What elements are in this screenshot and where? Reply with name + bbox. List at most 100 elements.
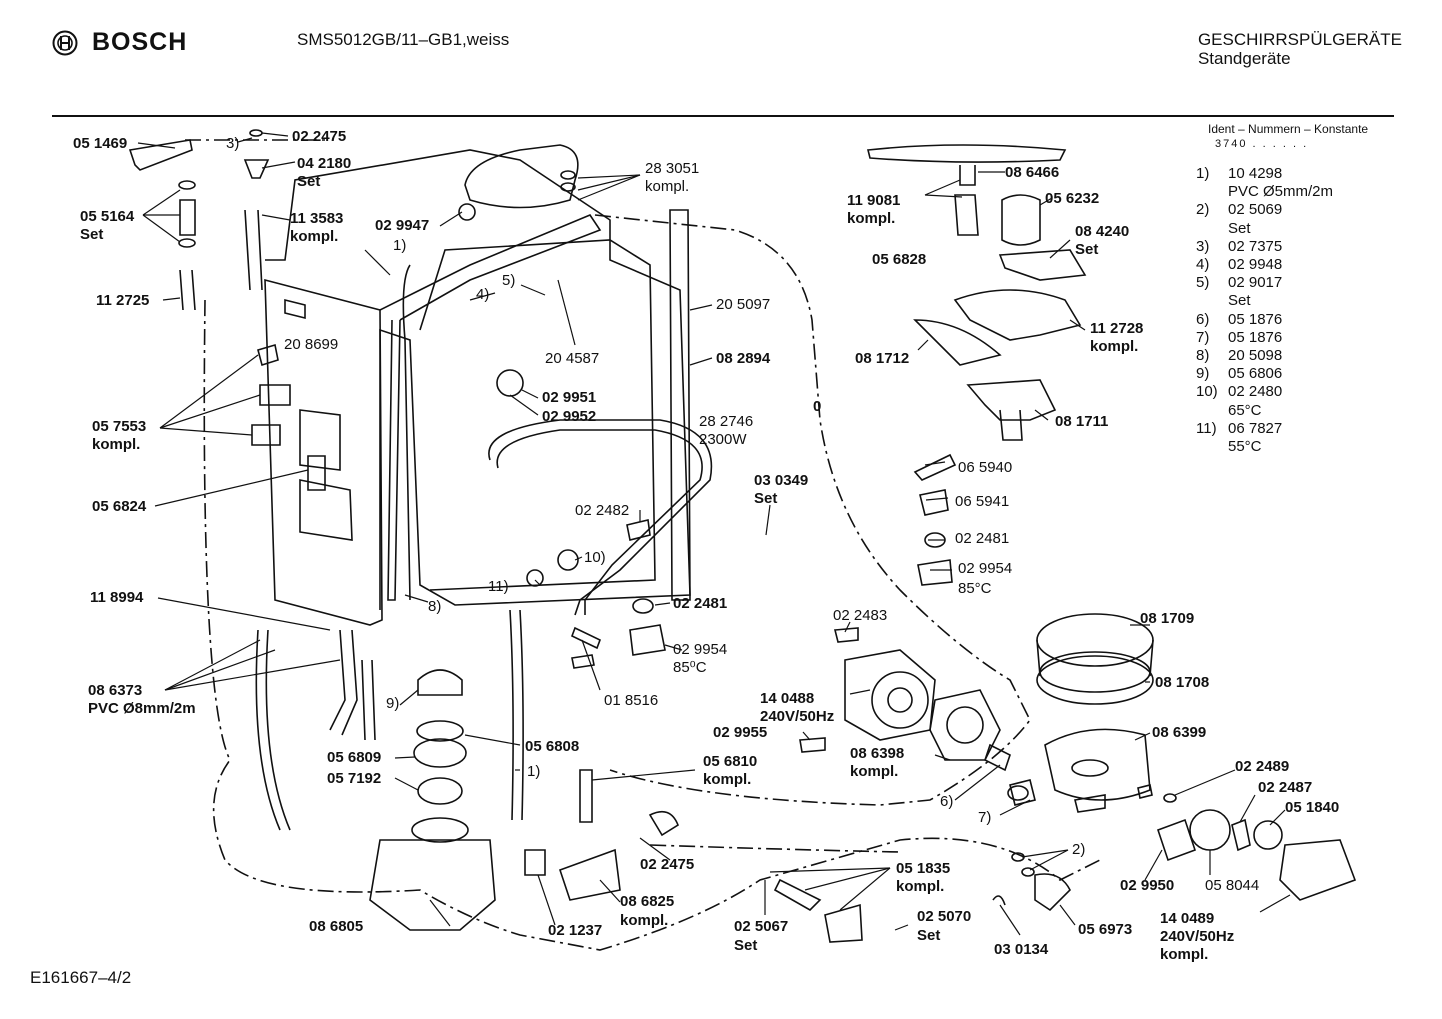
parts-list-number: 2) xyxy=(1196,201,1210,219)
part-label: 02 5067 xyxy=(734,918,789,935)
part-label: kompl. xyxy=(620,912,669,929)
callout-label: 8) xyxy=(428,598,442,615)
part-label: kompl. xyxy=(1090,338,1139,355)
part-label: 02 2475 xyxy=(292,128,347,145)
part-label: kompl. xyxy=(847,210,896,227)
part-label: Set xyxy=(297,173,321,190)
ident-title: Ident – Nummern – Konstante xyxy=(1208,122,1369,136)
part-label: 08 6398 xyxy=(850,745,905,762)
part-label: kompl. xyxy=(1160,946,1209,963)
parts-list-value: 02 5069 Set xyxy=(1228,201,1283,237)
part-label: kompl. xyxy=(896,878,945,895)
model-number: SMS5012GB/11–GB1,weiss xyxy=(297,30,510,49)
part-label: 02 2481 xyxy=(955,530,1010,547)
callout-label: 4) xyxy=(476,286,490,303)
part-label: 02 2483 xyxy=(833,607,888,624)
callout-label: 5) xyxy=(502,272,516,289)
part-label: 02 9954 xyxy=(958,560,1013,577)
valve-parts xyxy=(626,453,957,656)
part-label: Set xyxy=(734,937,758,954)
parts-list-value: 02 9948 xyxy=(1228,256,1283,274)
part-label: 85⁰C xyxy=(673,659,707,676)
part-label: Set xyxy=(80,226,104,243)
motor xyxy=(844,649,936,741)
part-label: 08 6399 xyxy=(1152,724,1207,741)
part-label: 08 1712 xyxy=(855,350,910,367)
parts-list-row: 2) 02 5069 Set xyxy=(1196,201,1333,237)
part-label: 05 1469 xyxy=(73,135,128,152)
part-label: 08 4240 xyxy=(1075,223,1130,240)
part-label: 06 5941 xyxy=(955,493,1010,510)
part-label: 02 9954 xyxy=(673,641,728,658)
parts-list-row: 7)05 1876 xyxy=(1196,329,1333,347)
callout-label: 1) xyxy=(393,237,407,254)
part-label: 28 2746 xyxy=(699,413,754,430)
parts-list-value: 10 4298 PVC Ø5mm/2m xyxy=(1228,165,1334,201)
part-label: 08 2894 xyxy=(716,350,771,367)
part-label: 11 2728 xyxy=(1090,320,1144,337)
callout-label: 3) xyxy=(226,135,240,152)
part-label: 20 5097 xyxy=(716,296,771,313)
part-label: 08 6825 xyxy=(620,893,675,910)
parts-list-number: 7) xyxy=(1196,328,1210,346)
part-label: 02 9950 xyxy=(1120,877,1175,894)
parts-list: 1)10 4298 PVC Ø5mm/2m 2)02 5069 Set 3)02… xyxy=(1196,165,1333,456)
part-label: 02 2475 xyxy=(640,856,695,873)
part-label: 14 0489 xyxy=(1160,910,1215,927)
part-label: 11 2725 xyxy=(96,292,150,309)
part-label: 04 2180 xyxy=(297,155,352,172)
part-label: kompl. xyxy=(703,771,752,788)
part-label: 02 2487 xyxy=(1258,779,1313,796)
parts-list-row: 11) 06 7827 55°C xyxy=(1196,420,1333,456)
parts-list-number: 6) xyxy=(1196,310,1210,328)
part-label: 05 6824 xyxy=(92,498,147,515)
supply-pipe xyxy=(379,144,602,321)
part-label: 02 9951 xyxy=(542,389,597,406)
part-label: 05 6973 xyxy=(1078,921,1133,938)
part-label: 11 3583 xyxy=(290,210,344,227)
part-label: 05 6808 xyxy=(525,738,580,755)
part-label: kompl. xyxy=(92,436,141,453)
part-label: 08 1711 xyxy=(1055,413,1109,430)
part-label: 02 2489 xyxy=(1235,758,1290,775)
part-label: 05 6810 xyxy=(703,753,758,770)
part-label: 2300W xyxy=(699,431,747,448)
category-subtitle: Standgeräte xyxy=(1197,49,1291,68)
document-code: E161667–4/2 xyxy=(30,968,132,987)
part-label: 08 6373 xyxy=(88,682,143,699)
part-label: 0 xyxy=(813,398,822,415)
part-label: 05 1835 xyxy=(896,860,951,877)
callout-label: 10) xyxy=(584,549,606,566)
part-label: Set xyxy=(1075,241,1099,258)
part-label: 05 7192 xyxy=(327,770,382,787)
parts-list-value: 05 6806 xyxy=(1228,365,1283,383)
part-label: 05 6828 xyxy=(872,251,927,268)
parts-list-value: 02 7375 xyxy=(1228,237,1283,255)
parts-list-number: 11) xyxy=(1196,419,1217,437)
door-seal xyxy=(387,209,691,601)
part-label: 02 9952 xyxy=(542,408,597,425)
parts-list-value: 06 7827 55°C xyxy=(1228,419,1283,456)
part-label: 02 9955 xyxy=(713,724,768,741)
part-label: kompl. xyxy=(850,763,899,780)
parts-list-row: 10) 02 2480 65°C xyxy=(1196,383,1333,419)
part-label: 11 8994 xyxy=(90,589,144,606)
part-label: 05 5164 xyxy=(80,208,135,225)
parts-list-number: 10) xyxy=(1196,383,1218,401)
bosch-logo-icon xyxy=(52,30,78,55)
part-label: 02 5070 xyxy=(917,908,972,925)
parts-list-value: 02 2480 65°C xyxy=(1228,383,1283,419)
small-parts xyxy=(128,129,1357,943)
header-rule xyxy=(52,115,1394,117)
part-label: kompl. xyxy=(645,178,690,195)
brand-logo: BOSCH xyxy=(52,28,187,57)
part-label: 08 6466 xyxy=(1005,164,1060,181)
category: GESCHIRRSPÜLGERÄTE Standgeräte xyxy=(1198,30,1402,68)
filter-plates xyxy=(913,289,1082,441)
part-label: kompl. xyxy=(290,228,339,245)
parts-list-row: 8)20 5098 xyxy=(1196,347,1333,365)
part-label: Set xyxy=(754,490,778,507)
parts-list-number: 9) xyxy=(1196,365,1210,383)
parts-list-row: 9) 05 6806 xyxy=(1196,365,1333,383)
callout-label: 9) xyxy=(386,695,400,712)
